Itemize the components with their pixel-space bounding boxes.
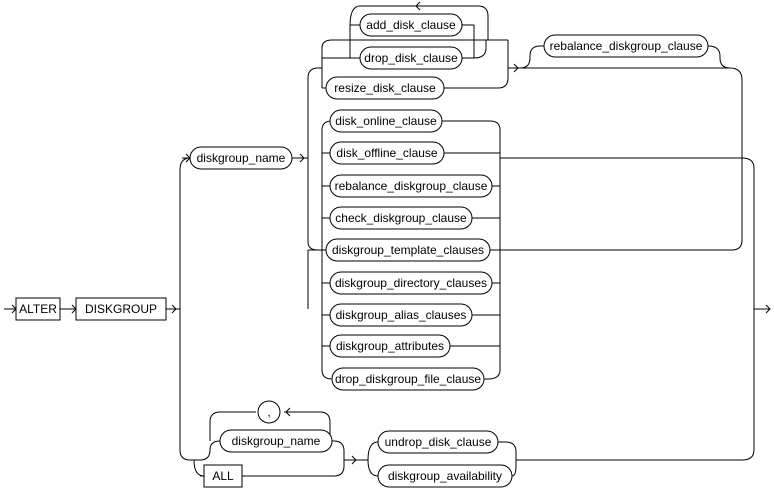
diagram-lines <box>4 5 770 477</box>
node-diskgroup-template-clauses: diskgroup_template_clauses <box>325 238 491 262</box>
node-resize-disk-clause: resize_disk_clause <box>325 76 445 100</box>
node-drop-diskgroup-file-clause-label: drop_diskgroup_file_clause <box>335 372 481 386</box>
node-diskgroup-name-label: diskgroup_name <box>197 151 286 165</box>
node-rebalance-diskgroup-clause-top-label: rebalance_diskgroup_clause <box>550 39 703 53</box>
node-drop-disk-clause-label: drop_disk_clause <box>364 51 458 65</box>
node-rebalance-diskgroup-clause-label: rebalance_diskgroup_clause <box>335 179 488 193</box>
keyword-alter-label: ALTER <box>19 302 57 316</box>
arrow-right-icon <box>299 153 305 163</box>
node-diskgroup-availability-label: diskgroup_availability <box>388 469 502 483</box>
arrow-left-icon <box>415 1 421 11</box>
node-diskgroup-name: diskgroup_name <box>189 146 293 170</box>
node-disk-online-clause-label: disk_online_clause <box>335 114 437 128</box>
keyword-all-label: ALL <box>212 469 234 483</box>
node-diskgroup-alias-clauses: diskgroup_alias_clauses <box>329 303 473 327</box>
node-disk-offline-clause-label: disk_offline_clause <box>336 146 438 160</box>
arrow-left-icon <box>285 407 291 417</box>
keyword-diskgroup: DISKGROUP <box>75 297 167 321</box>
node-diskgroup-attributes: diskgroup_attributes <box>329 334 451 358</box>
node-add-disk-clause-label: add_disk_clause <box>366 18 456 32</box>
node-diskgroup-alias-clauses-label: diskgroup_alias_clauses <box>336 308 467 322</box>
node-check-diskgroup-clause-label: check_diskgroup_clause <box>335 211 467 225</box>
node-diskgroup-directory-clauses: diskgroup_directory_clauses <box>329 271 493 295</box>
node-drop-disk-clause: drop_disk_clause <box>359 46 463 70</box>
arrow-right-icon <box>171 304 177 314</box>
node-rebalance-diskgroup-clause: rebalance_diskgroup_clause <box>329 174 493 198</box>
node-diskgroup-name-list: diskgroup_name <box>219 429 333 453</box>
node-comma-label: , <box>267 405 270 419</box>
node-diskgroup-directory-clauses-label: diskgroup_directory_clauses <box>335 276 487 290</box>
node-diskgroup-availability: diskgroup_availability <box>377 464 513 488</box>
node-undrop-disk-clause-label: undrop_disk_clause <box>385 435 492 449</box>
node-resize-disk-clause-label: resize_disk_clause <box>334 81 436 95</box>
arrow-right-icon <box>765 304 771 314</box>
arrow-right-icon <box>513 63 519 73</box>
node-diskgroup-template-clauses-label: diskgroup_template_clauses <box>332 243 484 257</box>
arrow-right-icon <box>351 455 357 465</box>
node-add-disk-clause: add_disk_clause <box>359 13 463 37</box>
node-diskgroup-name-list-label: diskgroup_name <box>232 434 321 448</box>
node-undrop-disk-clause: undrop_disk_clause <box>377 430 499 454</box>
node-drop-diskgroup-file-clause: drop_diskgroup_file_clause <box>331 367 485 391</box>
node-diskgroup-attributes-label: diskgroup_attributes <box>336 339 444 353</box>
node-check-diskgroup-clause: check_diskgroup_clause <box>329 206 473 230</box>
keyword-all: ALL <box>203 464 243 488</box>
node-comma: , <box>257 400 281 424</box>
keyword-alter: ALTER <box>15 297 61 321</box>
diagram-arrows <box>11 1 771 465</box>
keyword-diskgroup-label: DISKGROUP <box>85 302 157 316</box>
node-rebalance-diskgroup-clause-top: rebalance_diskgroup_clause <box>543 34 709 58</box>
node-disk-online-clause: disk_online_clause <box>329 109 443 133</box>
node-disk-offline-clause: disk_offline_clause <box>329 141 445 165</box>
